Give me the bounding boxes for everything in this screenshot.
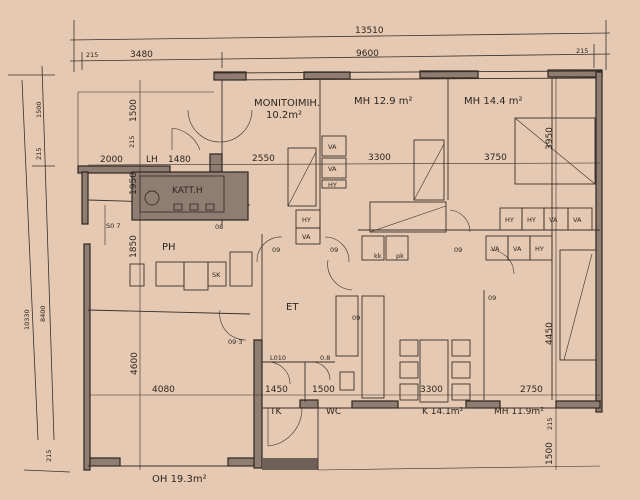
- furniture: [129, 117, 597, 403]
- room-monitoimih-area: 10.2m²: [266, 110, 302, 121]
- door-codes: 08 09 09 09 09 09 09·3 L010 0.8 S0 7: [106, 222, 496, 362]
- room-mh-11-9: MH 11.9m²: [494, 407, 544, 417]
- door-code: 0.8: [320, 354, 330, 362]
- dim-main-width: 9600: [356, 49, 379, 59]
- closet-hy: HY: [535, 245, 544, 253]
- dim-left-1500: 1500: [35, 101, 43, 118]
- door-swings: [104, 109, 515, 447]
- dim-oh-width: 4080: [152, 385, 175, 395]
- room-lh: LH: [146, 155, 158, 165]
- room-mh-12-9: MH 12.9 m²: [354, 96, 413, 107]
- room-wc: WC: [326, 407, 341, 417]
- dim-tk-width: 1450: [265, 385, 288, 395]
- closet-hy: HY: [505, 216, 514, 224]
- dim-mh2-width: 3750: [484, 153, 507, 163]
- dim-left-215-inner: 215: [128, 136, 136, 148]
- closet-va: VA: [302, 233, 311, 241]
- closet-pk: pk: [396, 252, 404, 260]
- dim-left-215: 215: [35, 148, 43, 160]
- dim-lh-width: 2000: [100, 155, 123, 165]
- dim-overall-depth: 10330: [23, 309, 31, 330]
- closet-kk: kk: [374, 252, 382, 260]
- closet-va: VA: [328, 165, 337, 173]
- dim-lh-depth: 1950: [129, 172, 139, 195]
- closet-va: VA: [549, 216, 558, 224]
- dim-left-1500-inner: 1500: [129, 99, 139, 122]
- dim-right-bottom-1500: 1500: [545, 442, 555, 465]
- door-code: 09·3: [228, 338, 242, 346]
- door-code: 09: [454, 246, 462, 254]
- dim-mh3-width: 2750: [520, 385, 543, 395]
- door-code: 09: [488, 294, 496, 302]
- dim-lh-1480: 1480: [168, 155, 191, 165]
- dim-right-offset: 215: [576, 47, 588, 55]
- dim-ph-depth: 1850: [129, 235, 139, 258]
- door-code: 09: [272, 246, 280, 254]
- room-oh: OH 19.3m²: [152, 474, 207, 485]
- door-code: 08: [215, 223, 223, 231]
- door-code: 09: [352, 314, 360, 322]
- top-dimensions: 13510 215 3480 9600 215: [69, 20, 611, 72]
- closet-hy: HY: [302, 216, 311, 224]
- room-tk: TK: [269, 407, 282, 417]
- dim-oh-depth: 4600: [130, 352, 140, 375]
- dim-wc-width: 1500: [312, 385, 335, 395]
- dim-depth-8400: 8400: [39, 305, 47, 322]
- door-code: 09: [330, 246, 338, 254]
- door-code: S0 7: [106, 222, 120, 230]
- sauna-sk: SK: [212, 271, 221, 279]
- left-dimensions: 1500 215 10330 8400 215: [8, 65, 71, 473]
- closet-hy: HY: [527, 216, 536, 224]
- dim-mh1-width: 3300: [368, 153, 391, 163]
- room-k: K 14.1m²: [422, 407, 464, 417]
- dim-mh3-depth: 4450: [545, 322, 555, 345]
- room-et: ET: [286, 302, 299, 313]
- wardrobes: VA VA HY HY VA HY HY VA VA VA VA HY kk p…: [207, 135, 593, 287]
- dim-mh2-depth: 3950: [545, 127, 555, 150]
- dim-k-width: 3300: [420, 385, 443, 395]
- door-code: L010: [270, 354, 286, 362]
- interior-dimensions: 2000 1480 2550 3300 3750 3950 1500 215 1…: [87, 78, 601, 470]
- room-katt-h: KATT.H: [172, 186, 203, 196]
- closet-va: VA: [491, 245, 500, 253]
- room-mh-14-4: MH 14.4 m²: [464, 96, 523, 107]
- dim-mon-width: 2550: [252, 154, 275, 164]
- closet-hy: HY: [328, 181, 337, 189]
- dim-overall-width: 13510: [355, 26, 384, 36]
- closet-va: VA: [573, 216, 582, 224]
- dim-left-wing: 3480: [130, 50, 153, 60]
- closet-va: VA: [513, 245, 522, 253]
- dim-right-bottom-215: 215: [546, 418, 554, 430]
- closet-va: VA: [328, 143, 337, 151]
- dim-bottom-215: 215: [45, 450, 53, 462]
- exterior-walls: [77, 69, 603, 471]
- interior-walls: [87, 78, 600, 402]
- room-labels: MONITOIMIH. 10.2m² MH 12.9 m² MH 14.4 m²…: [146, 96, 544, 485]
- dim-left-offset: 215: [86, 51, 98, 59]
- room-monitoimih-name: MONITOIMIH.: [254, 98, 320, 109]
- room-ph: PH: [162, 242, 176, 253]
